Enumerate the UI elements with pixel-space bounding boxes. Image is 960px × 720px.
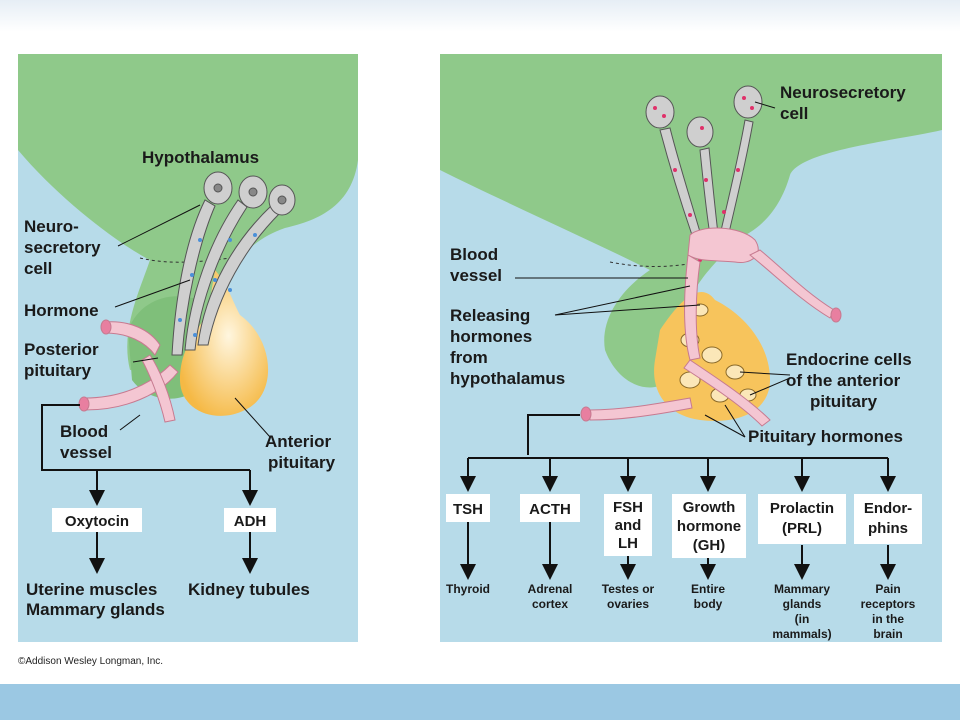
fsh-lh-box — [604, 494, 652, 556]
endorphins-box — [854, 494, 922, 544]
releasing-label-2: hormones — [450, 327, 532, 346]
posterior-pituitary-label-1: Posterior — [24, 340, 99, 359]
hypothalamus-label: Hypothalamus — [142, 148, 259, 167]
blood-vessel-label-2: vessel — [60, 443, 112, 462]
neurosecretory-label-1: Neuro- — [24, 217, 79, 236]
growth-hormone-box — [672, 494, 746, 558]
anterior-pituitary-left — [180, 270, 269, 416]
flow-arrows-right — [460, 414, 896, 580]
pituitary-hormones-label: Pituitary hormones — [748, 427, 903, 446]
mammary-label: Mammary — [774, 582, 830, 596]
blood-vessel-left — [78, 319, 179, 423]
in-the-label: in the — [872, 612, 904, 626]
acth-label: ACTH — [529, 501, 571, 518]
gh-label: (GH) — [693, 537, 726, 554]
copyright-credit: ©Addison Wesley Longman, Inc. — [18, 656, 164, 667]
prl-label: (PRL) — [782, 520, 822, 537]
leader-lines-right — [515, 101, 791, 438]
fsh-label: FSH — [613, 499, 643, 516]
and-label: and — [615, 517, 642, 534]
testes-label: Testes or — [602, 582, 655, 596]
prolactin-box — [758, 494, 846, 544]
releasing-label-3: from — [450, 348, 488, 367]
blood-vessel-label-1: Blood — [60, 422, 108, 441]
neurosecretory-cells-left — [171, 171, 296, 356]
neurosecretory-right-label-1: Neurosecretory — [780, 83, 906, 102]
cortex-label: cortex — [532, 597, 568, 611]
neurosecretory-label-2: secretory — [24, 238, 101, 257]
acth-box — [520, 494, 580, 522]
hormone-dots-left — [178, 233, 257, 337]
receptors-label: receptors — [861, 597, 916, 611]
entire-label: Entire — [691, 582, 725, 596]
releasing-label-4: hypothalamus — [450, 369, 565, 388]
uterine-muscles-label: Uterine muscles — [26, 580, 157, 599]
mammals-label: mammals) — [772, 627, 831, 641]
hormone-word-label: hormone — [677, 518, 741, 535]
hormone-label: Hormone — [24, 301, 99, 320]
prolactin-label: Prolactin — [770, 500, 834, 517]
blood-vessel-right-label-1: Blood — [450, 245, 498, 264]
endor-label: Endor- — [864, 500, 912, 517]
phins-label: phins — [868, 520, 908, 537]
releasing-label-1: Releasing — [450, 306, 530, 325]
growth-label: Growth — [683, 499, 736, 516]
lh-label: LH — [618, 535, 638, 552]
body-label: body — [694, 597, 723, 611]
kidney-tubules-label: Kidney tubules — [188, 580, 310, 599]
tsh-label: TSH — [453, 501, 483, 518]
posterior-pituitary-label-2: pituitary — [24, 361, 92, 380]
bottom-band — [0, 684, 960, 720]
blood-vessel-right — [580, 227, 842, 427]
oxytocin-label: Oxytocin — [65, 513, 129, 530]
flow-arrows-left — [41, 404, 258, 574]
brain-label: brain — [873, 627, 902, 641]
top-band — [0, 0, 960, 32]
oxytocin-box — [52, 508, 142, 532]
hypothalamus-region-left — [18, 54, 358, 370]
neurosecretory-label-3: cell — [24, 259, 52, 278]
neurosecretory-right-label-2: cell — [780, 104, 808, 123]
tsh-box — [446, 494, 490, 522]
endocrine-label-1: Endocrine cells — [786, 350, 912, 369]
blood-vessel-right-label-2: vessel — [450, 266, 502, 285]
in-label: (in — [795, 612, 810, 626]
glands-label: glands — [783, 597, 822, 611]
mammary-glands-label: Mammary glands — [26, 600, 165, 619]
anterior-pituitary-label-1: Anterior — [265, 432, 332, 451]
adh-box — [224, 508, 276, 532]
endocrine-label-3: pituitary — [810, 392, 878, 411]
adh-label: ADH — [234, 513, 267, 530]
endocrine-label-2: of the anterior — [786, 371, 901, 390]
pain-label: Pain — [875, 582, 900, 596]
anterior-pituitary-label-2: pituitary — [268, 453, 336, 472]
leader-lines-left — [114, 204, 271, 438]
adrenal-label: Adrenal — [528, 582, 573, 596]
ovaries-label: ovaries — [607, 597, 649, 611]
thyroid-label: Thyroid — [446, 582, 490, 596]
